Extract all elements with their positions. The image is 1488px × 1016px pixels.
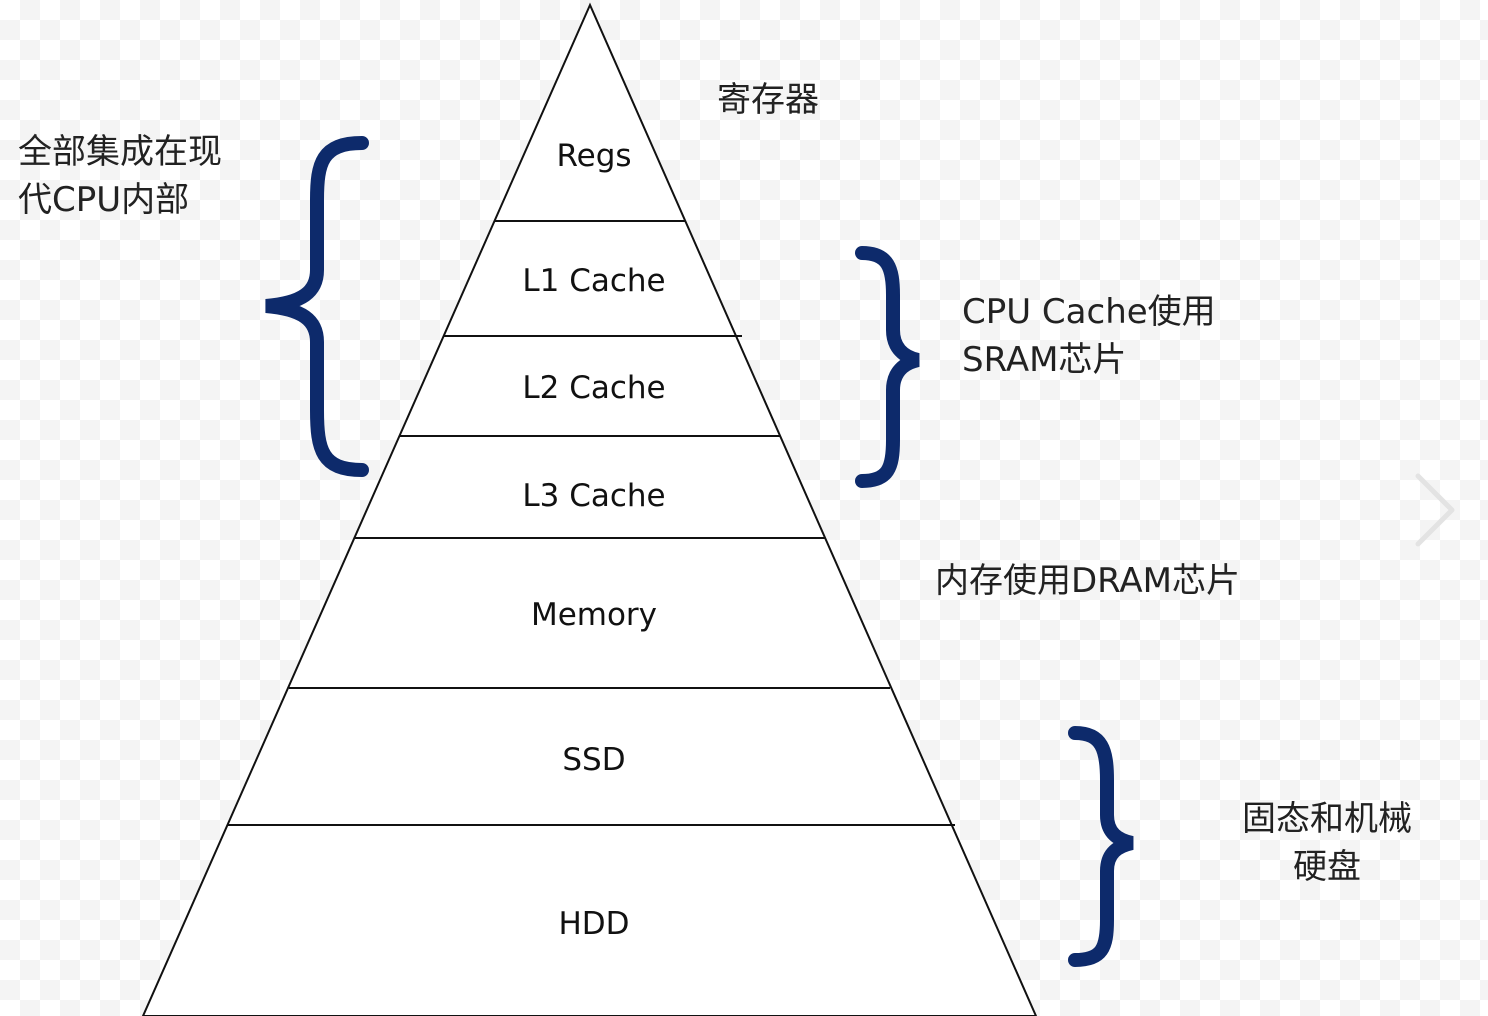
level-label-ssd: SSD — [562, 742, 625, 778]
level-label-hdd: HDD — [558, 906, 629, 942]
level-label-l3-cache: L3 Cache — [522, 478, 665, 514]
right-brace-cache-icon — [855, 246, 920, 488]
cpu-integrated-note: 全部集成在现 代CPU内部 — [18, 128, 222, 224]
right-brace-storage-icon — [1068, 726, 1134, 967]
storage-note-line2: 硬盘 — [1293, 847, 1361, 887]
cpu-integrated-note-line2: 代CPU内部 — [18, 180, 190, 220]
left-brace-icon — [265, 136, 369, 477]
registers-note: 寄存器 — [717, 80, 819, 120]
level-label-l2-cache: L2 Cache — [522, 370, 665, 406]
level-label-l1-cache: L1 Cache — [522, 263, 665, 299]
storage-note-line1: 固态和机械 — [1242, 799, 1412, 839]
chevron-right-icon[interactable] — [1408, 470, 1458, 550]
memory-note: 内存使用DRAM芯片 — [935, 561, 1241, 601]
cpu-integrated-note-line1: 全部集成在现 — [18, 132, 222, 172]
pyramid-outline — [141, 2, 1038, 1016]
storage-note: 固态和机械 硬盘 — [1225, 795, 1429, 891]
cpu-cache-note: CPU Cache使用 SRAM芯片 — [962, 288, 1216, 384]
cpu-cache-note-line1: CPU Cache使用 — [962, 292, 1216, 332]
level-label-regs: Regs — [556, 138, 631, 174]
cpu-cache-note-line2: SRAM芯片 — [962, 340, 1127, 380]
level-label-memory: Memory — [531, 597, 657, 633]
